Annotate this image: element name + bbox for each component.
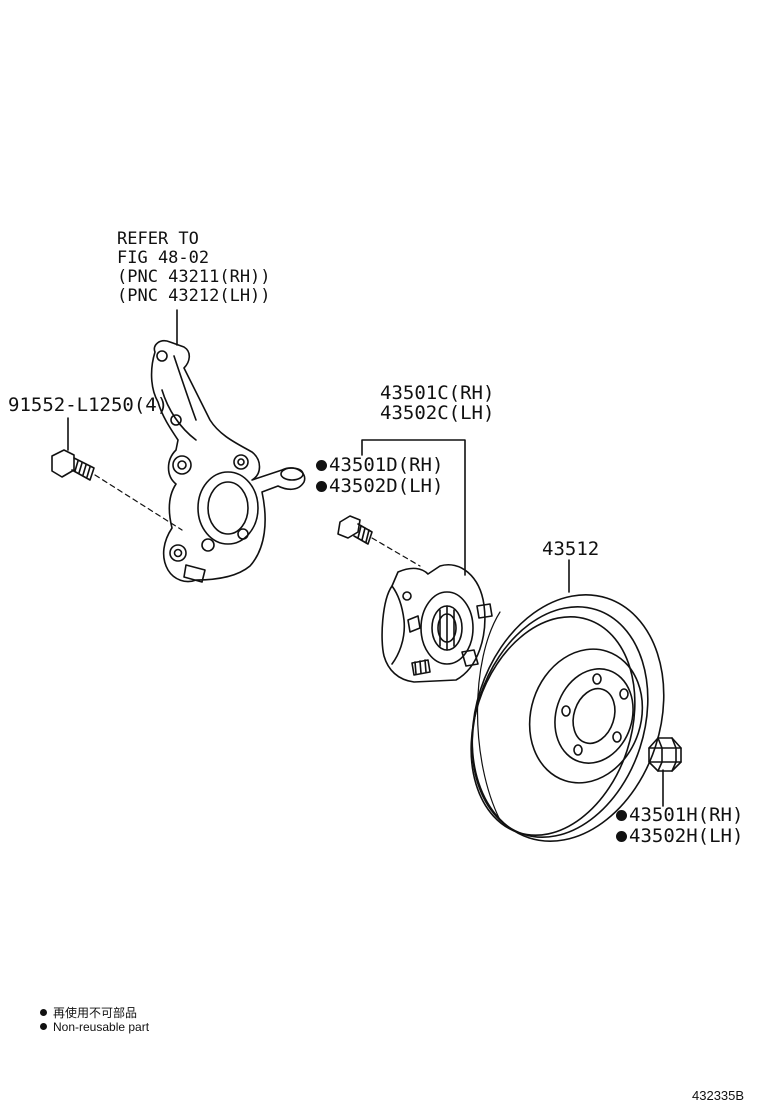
nut-lh-text: 43502H(LH) [629, 825, 744, 847]
rotor-part-number: 43512 [542, 538, 600, 560]
nut-part-number-rh: 43501H(RH) [616, 806, 743, 825]
non-reusable-dot-icon [616, 810, 627, 821]
hub-assembly-icon [381, 564, 493, 683]
non-reusable-dot-icon [616, 831, 627, 842]
hub-part-number-lh: 43502C(LH) [380, 402, 495, 424]
legend-english-text: Non-reusable part [53, 1020, 150, 1034]
refer-label-line-3: (PNC 43211(RH)) [117, 267, 271, 287]
assembly-dashed-lines [94, 474, 421, 567]
figure-number: 432335B [692, 1088, 745, 1103]
legend-chinese: 再使用不可部品 [40, 1004, 137, 1021]
hub-nut-icon [648, 737, 682, 772]
hub-stud-icon [337, 515, 373, 545]
brake-rotor-icon [470, 594, 665, 842]
stud-part-number-rh: 43501D(RH) [316, 456, 443, 475]
leader-lines [67, 309, 664, 807]
nut-rh-text: 43501H(RH) [629, 804, 744, 826]
legend-chinese-text: 再使用不可部品 [53, 1006, 138, 1020]
stud-lh-text: 43502D(LH) [329, 475, 444, 497]
stud-rh-text: 43501D(RH) [329, 454, 444, 476]
non-reusable-dot-icon [316, 481, 327, 492]
legend-english: Non-reusable part [40, 1020, 149, 1034]
stud-part-number-lh: 43502D(LH) [316, 477, 443, 496]
hub-part-number-rh: 43501C(RH) [380, 382, 495, 404]
refer-label-line-1: REFER TO [117, 229, 199, 249]
knuckle-bolt-icon [51, 449, 95, 481]
legend-dot-icon [40, 1009, 47, 1016]
refer-label-line-4: (PNC 43212(LH)) [117, 286, 271, 306]
non-reusable-dot-icon [316, 460, 327, 471]
nut-part-number-lh: 43502H(LH) [616, 827, 743, 846]
steering-knuckle-icon [150, 340, 306, 583]
refer-label-line-2: FIG 48-02 [117, 248, 210, 268]
legend-dot-icon [40, 1023, 47, 1030]
bolt-part-number: 91552-L1250(4) [8, 394, 169, 416]
